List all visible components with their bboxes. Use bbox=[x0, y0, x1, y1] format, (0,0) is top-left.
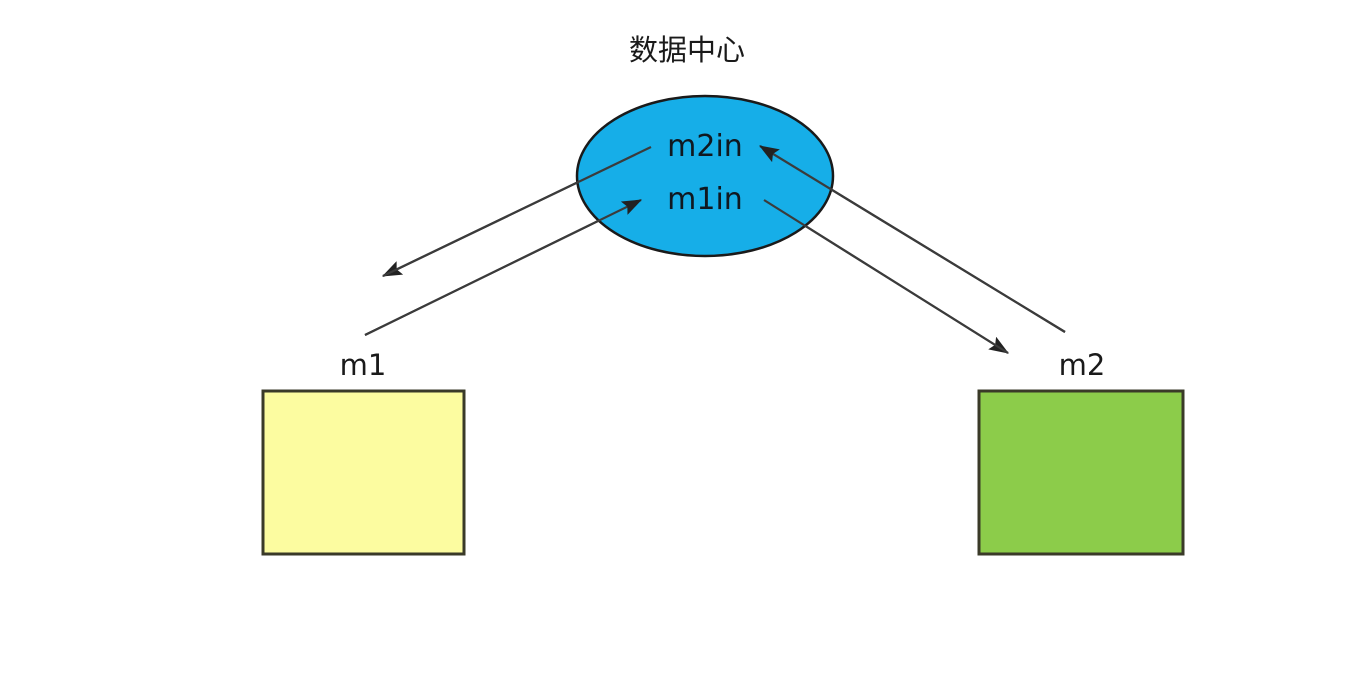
node-m1[interactable]: m1 bbox=[261, 348, 466, 556]
label-m1in: m1in bbox=[667, 182, 743, 217]
node-datacenter[interactable] bbox=[575, 94, 835, 258]
node-m1-label: m1 bbox=[340, 348, 387, 382]
node-m2-shape[interactable] bbox=[977, 389, 1185, 556]
label-m2in: m2in bbox=[667, 129, 743, 164]
node-datacenter-shape[interactable] bbox=[575, 94, 835, 258]
diagram-title: 数据中心 bbox=[629, 33, 745, 67]
node-m2[interactable]: m2 bbox=[977, 348, 1185, 556]
node-m2-label: m2 bbox=[1059, 348, 1106, 382]
edge-m2in-to-m1-overlay[interactable] bbox=[382, 146, 652, 277]
node-m1-shape[interactable] bbox=[261, 389, 466, 556]
edge-m2-to-m2in-overlay[interactable] bbox=[759, 145, 1066, 333]
edge-m1-to-m1in-overlay[interactable] bbox=[364, 199, 642, 336]
datacenter-inner-labels: m2in m1in bbox=[667, 129, 743, 217]
edges-overlay-group bbox=[364, 145, 1066, 354]
edge-m1in-to-m2-overlay[interactable] bbox=[763, 199, 1009, 354]
